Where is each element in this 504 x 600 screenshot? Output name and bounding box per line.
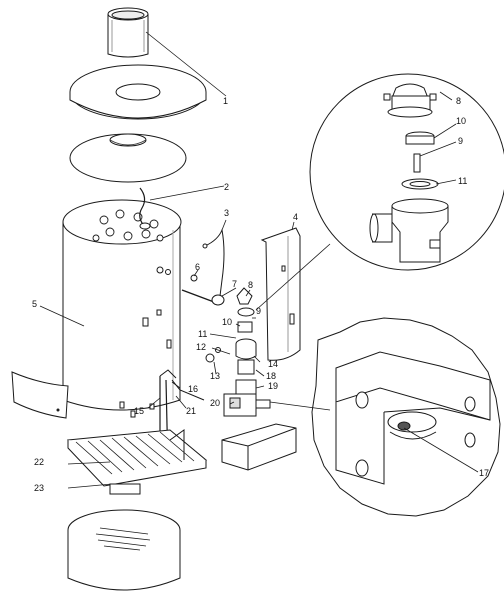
label-2: 2 — [224, 182, 229, 192]
label-5: 5 — [32, 299, 37, 309]
flue-pipe — [107, 7, 149, 58]
label-9: 9 — [256, 306, 261, 316]
jacket-panel — [260, 227, 301, 361]
label-4: 4 — [293, 212, 298, 222]
access-panel — [11, 371, 69, 419]
label-3: 3 — [224, 208, 229, 218]
detail-label-9: 9 — [458, 136, 463, 146]
detail-view-thermostat — [311, 317, 501, 517]
label-17: 17 — [479, 468, 489, 478]
detail-label-8: 8 — [456, 96, 461, 106]
label-13: 13 — [210, 371, 220, 381]
label-10: 10 — [222, 317, 232, 327]
label-22: 22 — [34, 457, 44, 467]
callout-labels: 1 2 3 4 5 6 7 8 9 10 11 12 13 14 15 16 1… — [32, 96, 489, 493]
label-20: 20 — [210, 398, 220, 408]
burner-assembly — [66, 429, 208, 487]
burner-support — [67, 483, 181, 591]
insulation-disc — [69, 133, 187, 183]
leader-lines — [39, 31, 479, 489]
label-16: 16 — [188, 384, 198, 394]
label-6: 6 — [195, 262, 200, 272]
label-18: 18 — [266, 371, 276, 381]
tank-body — [62, 187, 182, 418]
label-1: 1 — [223, 96, 228, 106]
label-11: 11 — [198, 329, 207, 339]
top-cover — [69, 64, 207, 120]
valve-bracket — [221, 423, 297, 471]
label-19: 19 — [268, 381, 278, 391]
label-12: 12 — [196, 342, 206, 352]
label-7: 7 — [232, 279, 237, 289]
label-23: 23 — [34, 483, 44, 493]
label-8: 8 — [248, 280, 253, 290]
label-15: 15 — [134, 406, 144, 416]
part-6-plug — [190, 274, 198, 282]
detail-label-11: 11 — [458, 176, 467, 186]
detail-view-valve — [309, 73, 504, 271]
part-7-probe — [181, 289, 225, 306]
detail-label-10: 10 — [456, 116, 466, 126]
control-valve-assembly — [205, 287, 271, 417]
label-21: 21 — [186, 406, 196, 416]
thermocouple-wire — [202, 228, 225, 297]
label-14: 14 — [268, 359, 278, 369]
